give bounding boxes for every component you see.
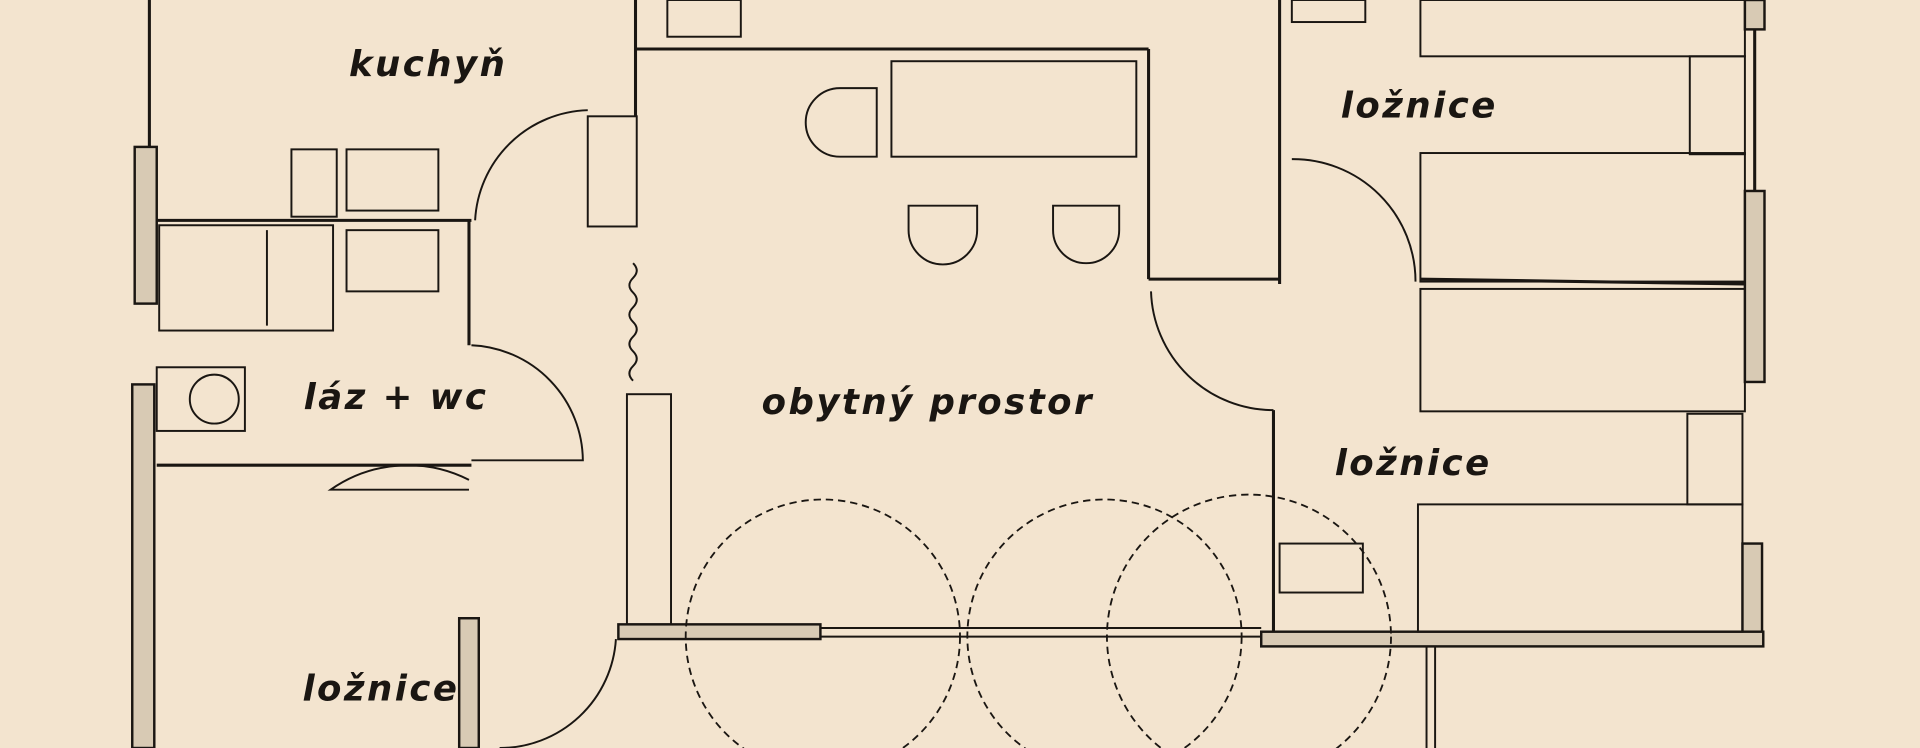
room-label-bedroom: ložnice (302, 668, 459, 709)
furniture (155, 0, 1746, 633)
room-label-bathroom: láz + wc (304, 377, 489, 418)
room-labels: kuchyň ložnice ložnice ložnice láz + wc … (302, 44, 1498, 709)
room-label-kitchen: kuchyň (349, 44, 507, 85)
door-swings (327, 109, 1417, 748)
room-label-bedroom: ložnice (1335, 443, 1492, 484)
room-label-bedroom: ložnice (1341, 86, 1498, 127)
walls (131, 0, 1766, 748)
room-label-living: obytný prostor (762, 382, 1094, 423)
